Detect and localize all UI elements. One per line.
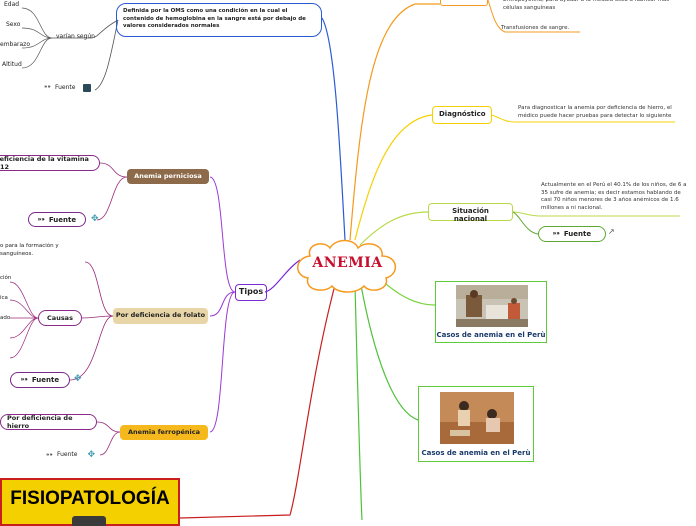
- note-icon: [83, 84, 92, 92]
- link-dots-icon: ⁍⁍: [552, 230, 560, 238]
- factor-embarazo: embarazo: [0, 41, 30, 48]
- central-topic[interactable]: ANEMIA: [290, 236, 405, 294]
- factor-altitud: Altitud: [2, 61, 22, 68]
- situacion-fuente[interactable]: ⁍⁍ Fuente: [538, 226, 606, 242]
- diagnostico-label: Diagnóstico: [439, 110, 486, 118]
- treatment-text-1: Eritropoyetina, para ayudar a la médula …: [503, 0, 670, 11]
- folato-cause-2: ica: [0, 295, 8, 301]
- perniciosa-label: Anemia perniciosa: [134, 172, 202, 180]
- diagnostico-topic[interactable]: Diagnóstico: [432, 106, 492, 124]
- folato-causas[interactable]: Causas: [38, 310, 82, 326]
- folato-causas-label: Causas: [47, 314, 73, 322]
- casos-card-2[interactable]: Casos de anemia en el Perù: [418, 386, 534, 462]
- definition-box[interactable]: Definida por la OMS como una condición e…: [116, 3, 322, 37]
- definition-text: Definida por la OMS como una condición e…: [123, 8, 306, 29]
- fisiopatologia-image: [72, 516, 106, 526]
- factor-edad: Edad: [4, 1, 20, 8]
- casos-caption-2: Casos de anemia en el Perù: [421, 449, 531, 457]
- situacion-text: Actualmente en el Perú el 40.1% de los n…: [541, 182, 687, 211]
- branch-icon: ✥: [87, 450, 96, 460]
- perniciosa-cause-label: deficiencia de la vitamina B12: [0, 155, 89, 171]
- casos-photo-1: [456, 285, 528, 327]
- folato-cause-3: ado: [0, 315, 11, 321]
- folato-fuente[interactable]: ⁍⁍ Fuente: [10, 372, 70, 388]
- ferropenica-cause-label: Por deficiencia de hierro: [7, 414, 73, 430]
- situacion-label: Situación nacional: [452, 207, 489, 223]
- diagnostico-text: Para diagnosticar la anemia por deficien…: [518, 105, 672, 119]
- folato-cause-1: ción: [0, 275, 12, 281]
- ferropenica-fuente[interactable]: ⁍⁍ Fuente ✥: [46, 450, 95, 460]
- link-dots-icon: ⁍⁍: [46, 451, 53, 459]
- situacion-fuente-label: Fuente: [563, 230, 592, 238]
- tipos-label: Tipos: [238, 287, 264, 296]
- definition-fuente[interactable]: ⁍⁍ Fuente: [44, 83, 92, 92]
- treatment-text-2: Transfusiones de sangre.: [501, 25, 570, 31]
- folato-fuente-label: Fuente: [31, 376, 60, 384]
- definition-fuente-label: Fuente: [55, 84, 76, 91]
- link-dots-icon: ⁍⁍: [44, 83, 51, 92]
- folato-topic[interactable]: Por deficiencia de folato: [113, 308, 208, 324]
- fisiopatologia-label: FISIOPATOLOGÍA: [10, 488, 170, 509]
- situacion-topic[interactable]: Situación nacional: [428, 203, 513, 223]
- casos-caption-1: Casos de anemia en el Perù: [436, 331, 546, 339]
- varian-label: varían según: [56, 33, 95, 40]
- perniciosa-fuente-label: Fuente: [48, 215, 77, 224]
- branch-icon: ✥: [91, 214, 99, 224]
- ferropenica-fuente-label: Fuente: [57, 451, 78, 458]
- ferropenica-topic[interactable]: Anemia ferropénica: [120, 425, 208, 440]
- link-dots-icon: ⁍⁍: [20, 376, 28, 384]
- casos-card-1[interactable]: Casos de anemia en el Perù: [435, 281, 547, 343]
- fisiopatologia-topic[interactable]: FISIOPATOLOGÍA: [0, 478, 180, 526]
- ferropenica-label: Anemia ferropénica: [128, 428, 200, 436]
- treatment-topic-edge[interactable]: [440, 0, 488, 6]
- folato-label: Por deficiencia de folato: [115, 311, 206, 319]
- external-link-icon[interactable]: ↗: [608, 227, 615, 236]
- cloud-shape: [297, 239, 396, 293]
- branch-icon: ✥: [74, 374, 82, 384]
- ferropenica-cause[interactable]: Por deficiencia de hierro: [0, 414, 97, 430]
- tipos-topic[interactable]: Tipos: [235, 284, 267, 301]
- perniciosa-topic[interactable]: Anemia perniciosa: [127, 169, 209, 184]
- perniciosa-fuente[interactable]: ⁍⁍ Fuente: [28, 212, 86, 227]
- link-dots-icon: ⁍⁍: [37, 215, 45, 224]
- factor-sexo: Sexo: [6, 21, 21, 28]
- central-label: ANEMIA: [312, 255, 383, 271]
- perniciosa-cause[interactable]: deficiencia de la vitamina B12: [0, 155, 100, 171]
- casos-photo-2: [440, 392, 514, 444]
- folato-desc: o para la formación y sanguíneos.: [0, 243, 59, 257]
